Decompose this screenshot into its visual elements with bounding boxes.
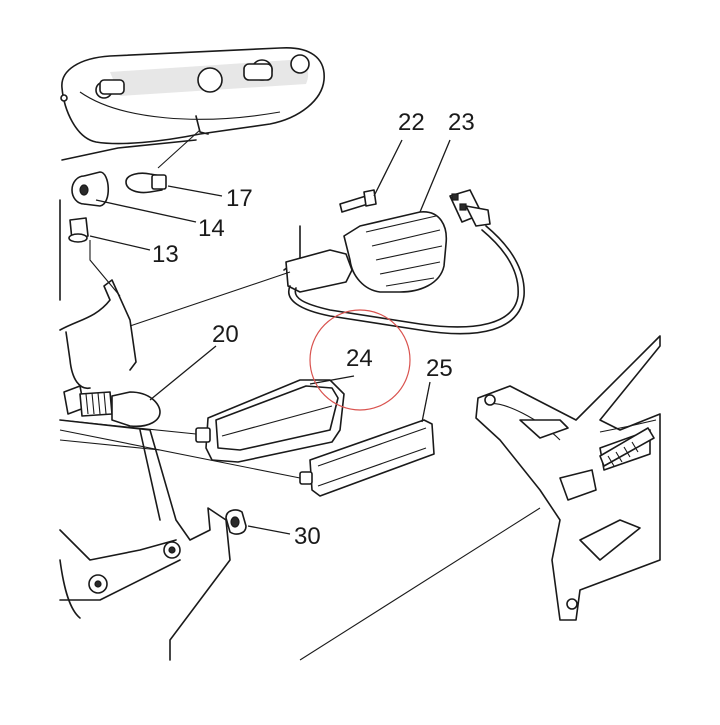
part-20-bulb xyxy=(63,345,217,428)
callout-23: 23 xyxy=(448,109,475,136)
callout-17: 17 xyxy=(226,185,253,212)
callout-22: 22 xyxy=(398,109,425,136)
callout-24: 24 xyxy=(346,345,373,372)
license-plate-bracket xyxy=(299,335,661,661)
part-17-bulb xyxy=(125,129,223,197)
callout-20: 20 xyxy=(212,321,239,348)
part-23-front-indicator xyxy=(283,139,525,335)
cable-leader xyxy=(129,271,291,327)
highlight-circle xyxy=(309,309,411,411)
left-frame xyxy=(59,139,231,661)
callout-13: 13 xyxy=(152,241,179,268)
part-25-reflector xyxy=(59,381,435,497)
part-13-grommet xyxy=(68,217,151,251)
part-30-nut xyxy=(225,509,291,535)
frame-line xyxy=(89,240,121,297)
callout-14: 14 xyxy=(198,215,225,242)
part-22-screw xyxy=(339,139,403,213)
callout-25: 25 xyxy=(426,355,453,382)
part-14-bushing xyxy=(71,171,197,223)
callout-30: 30 xyxy=(294,523,321,550)
part-24-light-housing xyxy=(59,375,355,463)
headlight-housing xyxy=(60,47,325,145)
